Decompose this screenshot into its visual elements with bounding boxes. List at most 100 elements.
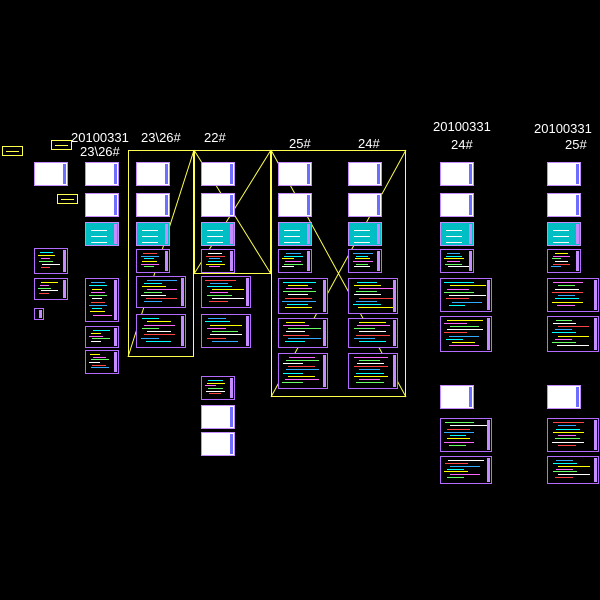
drawing-sheet-thumbnail[interactable] <box>547 222 581 246</box>
drawing-sheet-thumbnail[interactable] <box>201 193 235 217</box>
drawing-sheet-thumbnail[interactable] <box>547 456 599 484</box>
title-block-strip <box>230 407 233 427</box>
drawing-sheet-thumbnail[interactable] <box>440 249 474 273</box>
drawing-sheet-thumbnail[interactable] <box>34 278 68 300</box>
linework-stroke <box>555 428 580 430</box>
linework-stroke <box>90 341 101 343</box>
drawing-sheet-thumbnail[interactable] <box>34 248 68 274</box>
drawing-sheet-thumbnail[interactable] <box>547 316 599 352</box>
linework-stroke <box>207 286 233 287</box>
drawing-sheet-thumbnail[interactable] <box>85 350 119 374</box>
linework-stroke <box>557 304 575 306</box>
drawing-linework <box>551 282 592 308</box>
drawing-sheet-thumbnail[interactable] <box>136 314 186 348</box>
drawing-sheet-thumbnail[interactable] <box>278 353 328 389</box>
drawing-sheet-thumbnail[interactable] <box>85 222 119 246</box>
drawing-sheet-thumbnail[interactable] <box>85 193 119 217</box>
linework-stroke <box>446 236 463 237</box>
drawing-sheet-thumbnail[interactable] <box>547 249 581 273</box>
drawing-sheet-thumbnail[interactable] <box>85 278 119 322</box>
linework-stroke <box>288 328 321 330</box>
drawing-sheet-thumbnail[interactable] <box>278 193 312 217</box>
drawing-sheet-thumbnail[interactable] <box>348 278 398 314</box>
drawing-sheet-thumbnail[interactable] <box>85 162 119 186</box>
drawing-sheet-thumbnail[interactable] <box>547 162 581 186</box>
drawing-sheet-thumbnail[interactable] <box>440 278 492 312</box>
drawing-sheet-thumbnail[interactable] <box>348 162 382 186</box>
drawing-sheet-thumbnail[interactable] <box>85 326 119 348</box>
drawing-linework <box>89 354 112 370</box>
drawing-sheet-thumbnail[interactable] <box>201 249 235 273</box>
linework-stroke <box>93 314 112 316</box>
drawing-sheet-thumbnail[interactable] <box>440 162 474 186</box>
drawing-sheet-thumbnail[interactable] <box>547 278 599 312</box>
drawing-sheet-thumbnail[interactable] <box>440 456 492 484</box>
drawing-sheet-thumbnail[interactable] <box>547 418 599 452</box>
legend-tag[interactable] <box>51 140 72 150</box>
linework-stroke <box>141 295 166 296</box>
drawing-sheet-thumbnail[interactable] <box>440 385 474 409</box>
drawing-sheet-thumbnail[interactable] <box>136 193 170 217</box>
drawing-sheet-thumbnail[interactable] <box>440 222 474 246</box>
drawing-sheet-thumbnail[interactable] <box>348 249 382 273</box>
drawing-sheet-thumbnail[interactable] <box>201 432 235 456</box>
drawing-sheet-thumbnail[interactable] <box>278 249 312 273</box>
drawing-sheet-thumbnail[interactable] <box>201 162 235 186</box>
drawing-sheet-thumbnail[interactable] <box>136 162 170 186</box>
linework-stroke <box>205 385 217 387</box>
linework-stroke <box>553 230 570 231</box>
linework-stroke <box>89 362 100 363</box>
legend-tag[interactable] <box>57 194 78 204</box>
linework-stroke <box>444 431 475 433</box>
linework-stroke <box>355 300 377 302</box>
title-block-strip <box>576 251 579 271</box>
drawing-linework <box>89 282 112 318</box>
drawing-linework <box>205 226 228 243</box>
linework-stroke <box>282 372 304 374</box>
linework-stroke <box>207 253 223 254</box>
drawing-sheet-thumbnail[interactable] <box>136 276 186 308</box>
drawing-sheet-thumbnail[interactable] <box>440 193 474 217</box>
title-block-strip <box>230 434 233 454</box>
drawing-sheet-thumbnail[interactable] <box>136 222 170 246</box>
drawing-sheet-thumbnail[interactable] <box>348 353 398 389</box>
drawing-sheet-thumbnail[interactable] <box>348 318 398 348</box>
drawing-sheet-thumbnail[interactable] <box>278 222 312 246</box>
linework-stroke <box>285 253 301 254</box>
drawing-sheet-thumbnail[interactable] <box>440 316 492 352</box>
linework-stroke <box>91 282 105 283</box>
drawing-sheet-thumbnail[interactable] <box>34 162 68 186</box>
drawing-sheet-thumbnail[interactable] <box>440 418 492 452</box>
drawing-sheet-thumbnail[interactable] <box>547 385 581 409</box>
drawing-sheet-thumbnail[interactable] <box>201 314 251 348</box>
drawing-sheet-thumbnail[interactable] <box>201 276 251 308</box>
group6-date-label: 20100331 <box>433 119 491 134</box>
legend-tag[interactable] <box>2 146 23 156</box>
linework-stroke <box>552 332 577 334</box>
drawing-sheet-thumbnail[interactable] <box>547 193 581 217</box>
drawing-sheet-thumbnail[interactable] <box>278 162 312 186</box>
linework-stroke <box>557 444 576 446</box>
linework-stroke <box>444 291 474 293</box>
linework-stroke <box>206 337 227 339</box>
drawing-sheet-thumbnail[interactable] <box>278 278 328 314</box>
linework-stroke <box>90 367 109 369</box>
linework-stroke <box>445 263 462 265</box>
linework-stroke <box>285 331 306 333</box>
drawing-sheet-thumbnail[interactable] <box>136 249 170 273</box>
drawing-linework <box>89 330 112 344</box>
linework-stroke <box>444 282 474 283</box>
drawing-sheet-thumbnail[interactable] <box>278 318 328 348</box>
linework-stroke <box>207 242 224 243</box>
drawing-sheet-thumbnail[interactable] <box>348 193 382 217</box>
drawing-sheet-thumbnail[interactable] <box>201 222 235 246</box>
drawing-sheet-thumbnail[interactable] <box>201 405 235 429</box>
linework-stroke <box>553 462 578 464</box>
drawing-sheet-thumbnail[interactable] <box>348 222 382 246</box>
drawing-sheet-thumbnail[interactable] <box>34 308 44 320</box>
linework-stroke <box>552 291 583 293</box>
linework-stroke <box>285 340 306 342</box>
drawing-sheet-thumbnail[interactable] <box>201 376 235 400</box>
linework-stroke <box>552 431 584 433</box>
